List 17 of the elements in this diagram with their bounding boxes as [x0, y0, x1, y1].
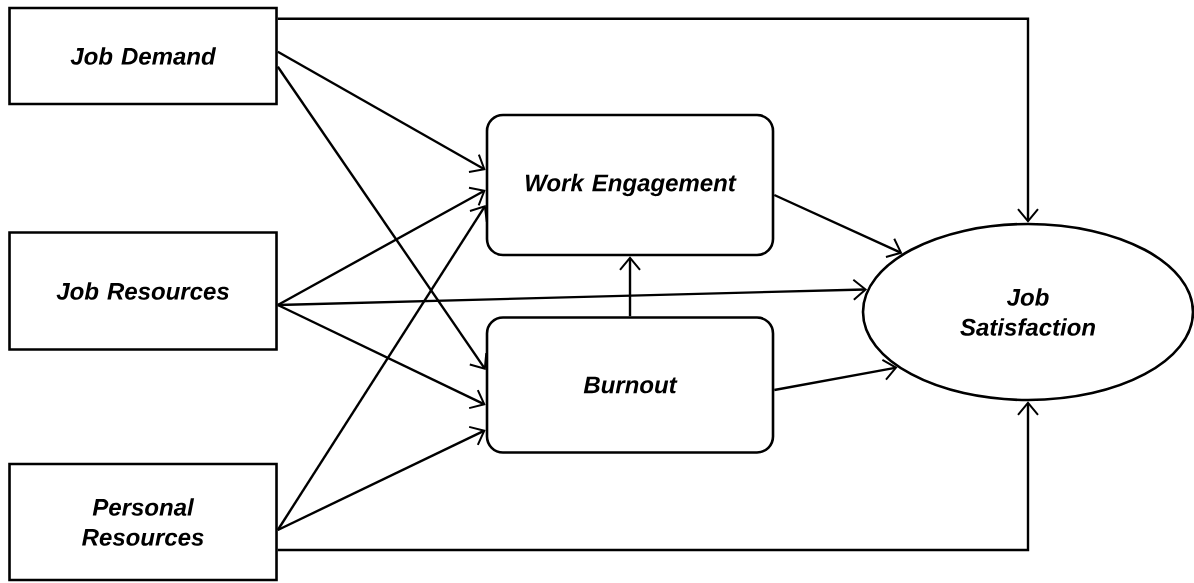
- arrow: [773, 193, 903, 258]
- arrow: [276, 66, 488, 370]
- arrow: [276, 205, 488, 531]
- arrow: [277, 278, 868, 307]
- mediator-box: Burnout: [485, 316, 775, 454]
- arrow: [277, 425, 486, 532]
- arrow: [277, 50, 486, 173]
- arrow: [277, 186, 486, 307]
- arrow: [277, 401, 1039, 552]
- mediator-box: Work Engagement: [485, 113, 775, 257]
- arrow: [277, 303, 486, 410]
- arrow: [774, 359, 898, 392]
- factor-box: Job Demand: [8, 6, 278, 106]
- arrow: [277, 17, 1039, 223]
- factor-box: Personal Resources: [8, 462, 278, 582]
- factor-box: Job Resources: [8, 231, 278, 351]
- arrow: [619, 256, 641, 317]
